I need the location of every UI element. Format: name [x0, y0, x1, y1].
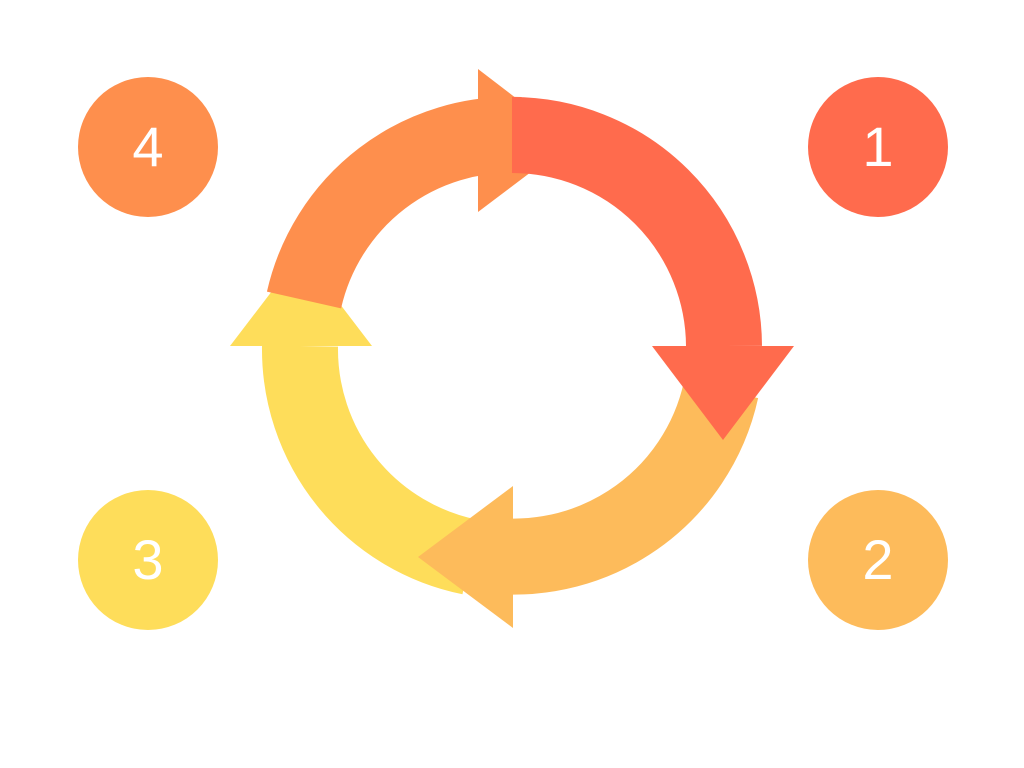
step-badge-3: 3 [78, 490, 218, 630]
step-label-4: 4 [132, 115, 164, 178]
step-badge-2: 2 [808, 490, 948, 630]
cycle-arc-2 [462, 381, 759, 595]
step-label-3: 3 [132, 528, 164, 591]
step-label-1: 1 [862, 115, 894, 178]
cycle-segment-3 [230, 253, 479, 595]
cycle-arc-3 [261, 345, 479, 595]
cycle-segment-1 [511, 97, 794, 440]
cycle-arrowhead-2 [418, 486, 513, 628]
step-badge-4: 4 [78, 77, 218, 217]
cycle-segment-2 [418, 381, 759, 628]
cycle-arrowhead-3 [230, 253, 372, 346]
step-badge-1: 1 [808, 77, 948, 217]
step-label-2: 2 [862, 528, 894, 591]
cycle-arc-1 [511, 97, 762, 347]
cycle-arrowhead-1 [652, 346, 794, 440]
